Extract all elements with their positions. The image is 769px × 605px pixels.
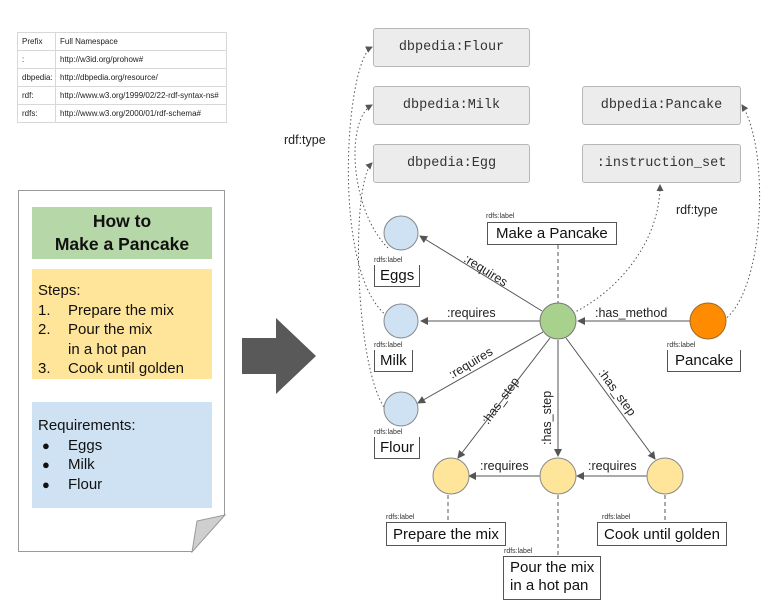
step-text-continued: in a hot pan bbox=[68, 340, 147, 358]
instruction-document: How to Make a Pancake Steps: 1. Prepare … bbox=[18, 190, 226, 553]
requirements-heading: Requirements: bbox=[38, 417, 136, 434]
pour-step-node bbox=[539, 457, 577, 495]
table-row: : http://w3id.org/prohow# bbox=[17, 50, 227, 69]
cook-golden-label: Cook until golden bbox=[597, 522, 727, 546]
milk-node bbox=[383, 303, 419, 339]
step-number: 2. bbox=[38, 321, 51, 338]
eggs-node bbox=[383, 215, 419, 251]
class-dbpedia-flour: dbpedia:Flour bbox=[373, 28, 530, 67]
table-row: rdfs: http://www.w3.org/2000/01/rdf-sche… bbox=[17, 104, 227, 123]
has-step-edge bbox=[565, 337, 656, 460]
rdf-type-label: rdf:type bbox=[676, 203, 718, 217]
rdf-type-edge bbox=[354, 104, 389, 249]
flour-node bbox=[383, 391, 419, 427]
has-step-label: :has_step bbox=[540, 391, 554, 445]
rdfs-label-tag: rdfs:label bbox=[504, 548, 533, 555]
conversion-arrow-icon bbox=[242, 318, 316, 394]
list-item: 2. Pour the mix in a hot pan bbox=[38, 320, 212, 359]
document-title-line2: Make a Pancake bbox=[54, 234, 190, 254]
requires-edge bbox=[419, 235, 543, 312]
rdfs-label-tag: rdfs:label bbox=[374, 342, 403, 349]
steps-heading: Steps: bbox=[38, 282, 81, 299]
milk-label: Milk bbox=[374, 350, 413, 372]
make-pancake-label: Make a Pancake bbox=[487, 222, 617, 245]
step-number: 1. bbox=[38, 301, 51, 319]
step-number: 3. bbox=[38, 360, 51, 377]
class-dbpedia-milk: dbpedia:Milk bbox=[373, 86, 530, 125]
step-text: Cook until golden bbox=[68, 360, 184, 377]
rdfs-label-tag: rdfs:label bbox=[386, 514, 415, 521]
rdfs-label-tag: rdfs:label bbox=[602, 514, 631, 521]
requires-label: :requires bbox=[461, 252, 510, 290]
requires-label: :requires bbox=[447, 306, 496, 320]
requires-label: :requires bbox=[588, 459, 637, 473]
list-item: 1. Prepare the mix bbox=[38, 301, 212, 321]
bullet-icon: ● bbox=[42, 476, 50, 492]
rdfs-label-tag: rdfs:label bbox=[486, 213, 515, 220]
rdfs-label-tag: rdfs:label bbox=[374, 257, 403, 264]
flour-label: Flour bbox=[374, 437, 421, 459]
rdf-type-edge bbox=[572, 184, 664, 314]
requires-edge bbox=[417, 331, 544, 404]
prepare-mix-label: Prepare the mix bbox=[386, 522, 506, 546]
requirement-text: Flour bbox=[68, 475, 103, 493]
steps-section: Steps: 1. Prepare the mix 2. Pour the mi… bbox=[32, 269, 212, 379]
eggs-label: Eggs bbox=[374, 265, 421, 287]
table-cell-namespace: http://www.w3.org/2000/01/rdf-schema# bbox=[55, 104, 227, 123]
requires-label: :requires bbox=[480, 459, 529, 473]
has-method-label: :has_method bbox=[595, 306, 667, 320]
requirement-text: Eggs bbox=[68, 436, 103, 454]
list-item: ● Flour bbox=[38, 475, 212, 495]
pour-mix-label-line1: Pour the mix bbox=[510, 559, 595, 576]
rdfs-label-tag: rdfs:label bbox=[374, 429, 403, 436]
document-title: How to Make a Pancake bbox=[32, 207, 212, 259]
page-fold-icon bbox=[191, 514, 226, 553]
has-step-label: :has_step bbox=[479, 375, 522, 427]
has-step-edge bbox=[457, 337, 551, 459]
pour-mix-label: Pour the mix in a hot pan bbox=[503, 556, 602, 600]
document-title-line1: How to bbox=[92, 211, 152, 231]
pancake-label: Pancake bbox=[667, 350, 742, 372]
class-instruction-set: :instruction_set bbox=[582, 144, 741, 183]
list-item: ● Milk bbox=[38, 455, 212, 475]
list-item: 3. Cook until golden bbox=[38, 359, 212, 379]
has-step-label: :has_step bbox=[596, 367, 639, 419]
rdf-type-label: rdf:type bbox=[284, 133, 326, 147]
class-dbpedia-pancake: dbpedia:Pancake bbox=[582, 86, 741, 125]
pancake-node bbox=[689, 302, 727, 340]
rdf-type-edge bbox=[723, 104, 761, 321]
list-item: ● Eggs bbox=[38, 436, 212, 456]
step-text: Prepare the mix bbox=[68, 301, 174, 319]
method-node bbox=[539, 302, 577, 340]
requirement-text: Milk bbox=[68, 456, 95, 473]
class-dbpedia-egg: dbpedia:Egg bbox=[373, 144, 530, 183]
bullet-icon: ● bbox=[42, 457, 50, 472]
pour-mix-label-line2: in a hot pan bbox=[510, 577, 589, 594]
step-text: Pour the mix bbox=[68, 321, 153, 338]
table-row: rdf: http://www.w3.org/1999/02/22-rdf-sy… bbox=[17, 86, 227, 105]
prepare-step-node bbox=[432, 457, 470, 495]
cook-step-node bbox=[646, 457, 684, 495]
requirements-section: Requirements: ● Eggs ● Milk ● Flour bbox=[32, 402, 212, 508]
rdfs-label-tag: rdfs:label bbox=[667, 342, 696, 349]
bullet-icon: ● bbox=[42, 437, 50, 453]
namespace-table: Prefix Full Namespace : http://w3id.org/… bbox=[17, 32, 227, 123]
rdf-type-edge bbox=[357, 162, 387, 411]
